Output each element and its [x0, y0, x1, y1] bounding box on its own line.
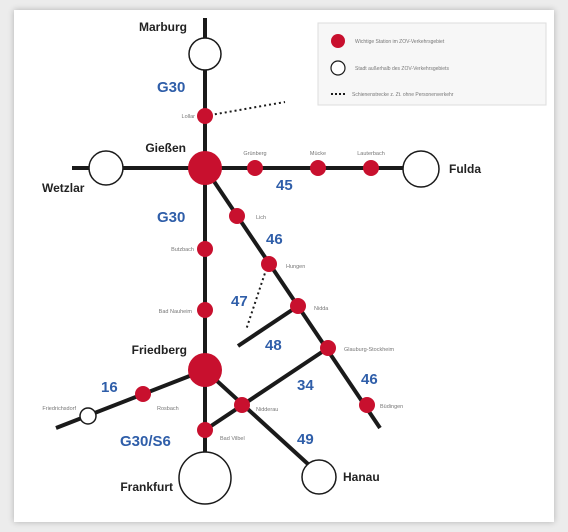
station-bad-vilbel	[197, 422, 213, 438]
city-label-wetzlar: Wetzlar	[42, 181, 85, 195]
station-label-friedrichsdorf: Friedrichsdorf	[42, 406, 76, 412]
city-label-friedberg: Friedberg	[132, 343, 187, 357]
line-label-47: 47	[231, 293, 248, 310]
station-lich	[229, 208, 245, 224]
legend-box	[317, 22, 547, 106]
city-label-frankfurt: Frankfurt	[120, 480, 173, 494]
city-label-hanau: Hanau	[343, 470, 380, 484]
station-label-glauburg: Glauburg-Stockheim	[344, 347, 395, 353]
station-label-nidderau: Nidderau	[256, 407, 278, 413]
line-label-g30-mid: G30	[157, 209, 185, 226]
city-circle-marburg	[188, 37, 222, 71]
station-bad-nauheim	[197, 302, 213, 318]
inactive-track-lollar	[204, 101, 286, 117]
station-label-lollar: Lollar	[182, 114, 196, 120]
track-16	[55, 368, 206, 430]
station-label-buedingen: Büdingen	[380, 404, 403, 410]
station-label-lich: Lich	[256, 215, 266, 221]
city-circle-frankfurt	[178, 451, 232, 505]
station-glauburg	[320, 340, 336, 356]
track-49	[203, 368, 322, 477]
track-34	[203, 346, 330, 432]
legend-white-dot-icon	[330, 60, 346, 76]
line-label-46-a: 46	[266, 231, 283, 248]
inactive-tracks	[204, 101, 286, 331]
station-label-bad-nauheim: Bad Nauheim	[159, 309, 193, 315]
city-circle-fulda	[402, 150, 440, 188]
city-label-marburg: Marburg	[139, 20, 187, 34]
line-label-g30-north: G30	[157, 79, 185, 96]
station-nidda	[290, 298, 306, 314]
hub-giessen	[188, 151, 222, 185]
line-label-45: 45	[276, 177, 293, 194]
legend-text-dotted: Schienenstrecke z. Zt. ohne Personenverk…	[352, 92, 454, 98]
station-rosbach	[135, 386, 151, 402]
inactive-track-47	[245, 263, 269, 331]
station-label-mucke: Mücke	[310, 151, 326, 157]
city-circle-hanau	[301, 459, 337, 495]
station-label-nidda: Nidda	[314, 306, 329, 312]
line-label-34: 34	[297, 377, 314, 394]
legend: Wichtige Station im ZOV-Verkehrsgebiet S…	[317, 22, 547, 106]
station-mucke	[310, 160, 326, 176]
legend-text-red: Wichtige Station im ZOV-Verkehrsgebiet	[355, 39, 445, 45]
hub-friedberg	[188, 353, 222, 387]
line-label-16: 16	[101, 379, 118, 396]
station-label-bad-vilbel: Bad Vilbel	[220, 436, 245, 442]
track-48	[236, 304, 300, 348]
station-lauterbach	[363, 160, 379, 176]
station-label-gruenberg: Grünberg	[243, 151, 266, 157]
station-label-rosbach: Rosbach	[157, 406, 179, 412]
station-buedingen	[359, 397, 375, 413]
line-label-49: 49	[297, 431, 314, 448]
line-label-g30-s6: G30/S6	[120, 433, 171, 450]
line-label-46-b: 46	[361, 371, 378, 388]
line-label-48: 48	[265, 337, 282, 354]
station-gruenberg	[247, 160, 263, 176]
station-label-lauterbach: Lauterbach	[357, 151, 385, 157]
station-nidderau	[234, 397, 250, 413]
city-circle-wetzlar	[88, 150, 124, 186]
station-hungen	[261, 256, 277, 272]
stations	[135, 108, 379, 438]
city-label-giessen: Gießen	[145, 141, 186, 155]
station-label-hungen: Hungen	[286, 264, 305, 270]
legend-text-white: Stadt außerhalb des ZOV-Verkehrsgebiets	[355, 66, 449, 72]
legend-red-dot-icon	[331, 34, 345, 48]
station-butzbach	[197, 241, 213, 257]
station-lollar	[197, 108, 213, 124]
station-label-butzbach: Butzbach	[171, 247, 194, 253]
city-circle-friedrichsdorf	[79, 407, 97, 425]
city-label-fulda: Fulda	[449, 162, 481, 176]
